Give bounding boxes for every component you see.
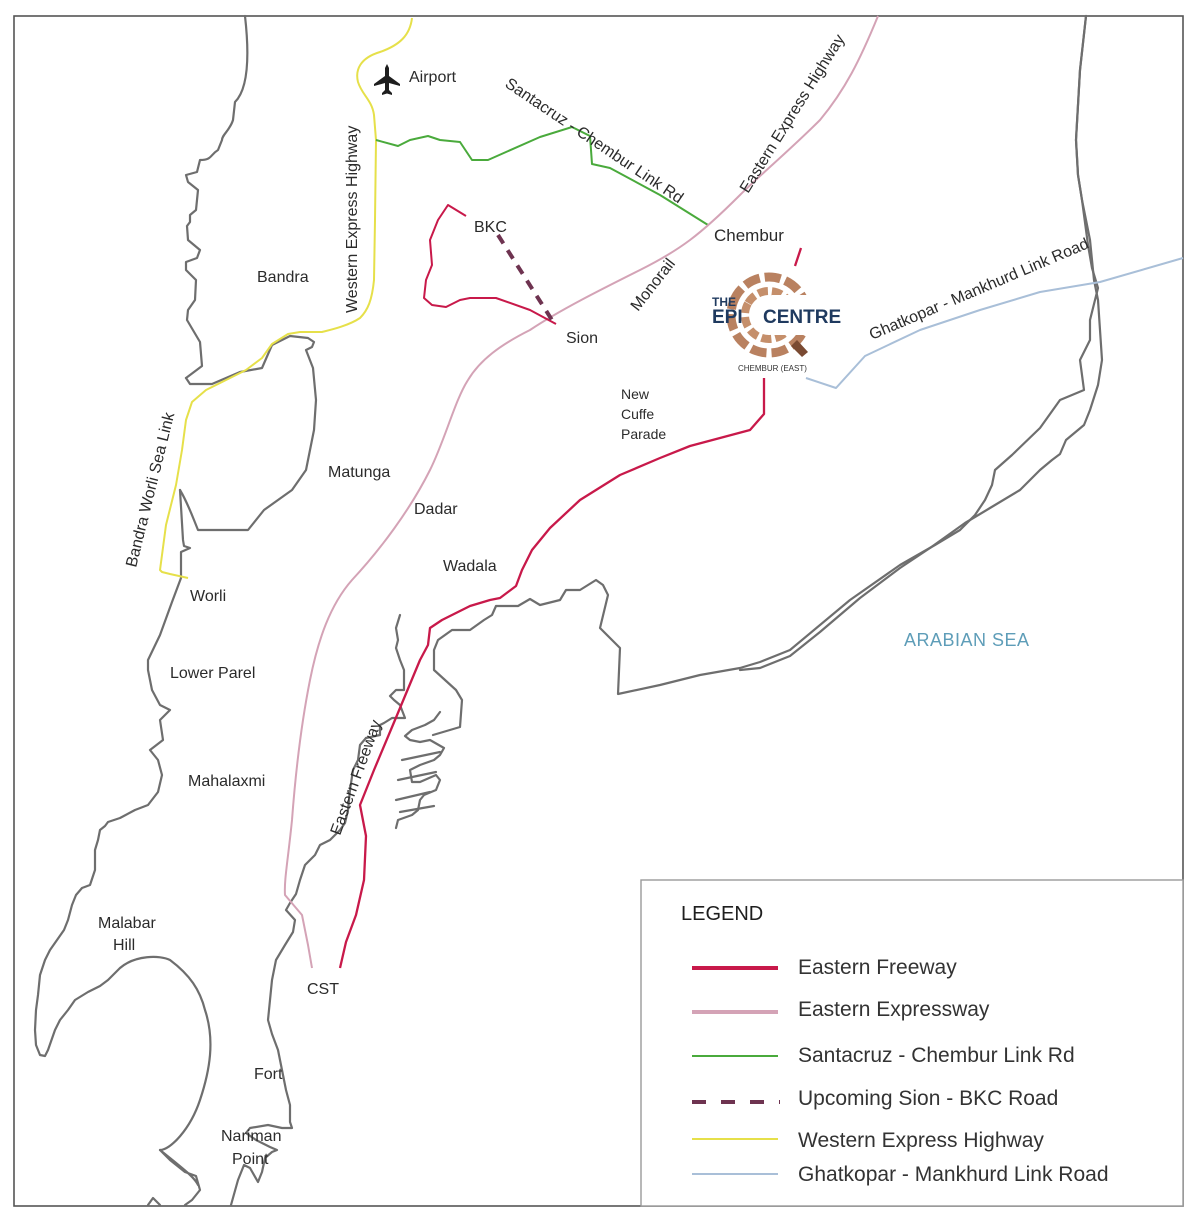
legend-title: LEGEND: [681, 903, 763, 925]
legend-box: [640, 879, 1184, 1207]
road-bkc-loop: [423, 204, 557, 325]
road-eastern-freeway: [338, 378, 766, 969]
label-airport: Airport: [409, 69, 457, 86]
coastlines-east: [364, 14, 1104, 830]
label-cuffe: Cuffe: [621, 406, 654, 422]
label-bkc: BKC: [474, 219, 507, 236]
logo-location: CHEMBUR (EAST): [738, 364, 807, 373]
logo-arc-mark: [726, 272, 818, 358]
label-bandra: Bandra: [257, 269, 309, 286]
logo-the: THE: [712, 295, 736, 309]
legend-label-sion-bkc: Upcoming Sion - BKC Road: [798, 1087, 1058, 1110]
label-arabian-sea: ARABIAN SEA: [904, 630, 1030, 650]
coastlines: [33, 14, 368, 1207]
label-point: Point: [232, 1151, 269, 1168]
label-chembur: Chembur: [714, 226, 784, 245]
label-fort: Fort: [254, 1066, 283, 1083]
legend-label-eastern-freeway: Eastern Freeway: [798, 956, 957, 979]
legend: LEGEND Eastern Freeway Eastern Expresswa…: [640, 879, 1184, 1207]
epicentre-logo: THE EPI CENTRE CHEMBUR (EAST): [712, 272, 841, 373]
label-wadala: Wadala: [443, 558, 497, 575]
label-cst: CST: [307, 981, 339, 998]
label-malabar: Malabar: [98, 915, 156, 932]
label-lower-parel: Lower Parel: [170, 665, 255, 682]
logo-centre: CENTRE: [763, 307, 841, 328]
airplane-icon: [374, 64, 400, 95]
road-eastern-express-highway: [283, 15, 879, 969]
label-new: New: [621, 386, 650, 402]
label-nariman: Nariman: [221, 1128, 281, 1145]
legend-label-eastern-expressway: Eastern Expressway: [798, 998, 990, 1021]
label-parade: Parade: [621, 426, 666, 442]
road-eastern-freeway-chembur-spur: [793, 247, 803, 267]
road-ghatkopar-mankhurd-link: [805, 257, 1184, 389]
label-sion: Sion: [566, 330, 598, 347]
label-matunga: Matunga: [328, 464, 390, 481]
label-mahalaxmi: Mahalaxmi: [188, 773, 265, 790]
legend-label-ghatkopar-mankhurd: Ghatkopar - Mankhurd Link Road: [798, 1163, 1109, 1186]
label-worli: Worli: [190, 588, 226, 605]
legend-label-western-express: Western Express Highway: [798, 1129, 1044, 1152]
road-western-express-highway: [159, 17, 413, 579]
legend-label-santacruz-chembur: Santacruz - Chembur Link Rd: [798, 1044, 1075, 1067]
label-dadar: Dadar: [414, 501, 458, 518]
label-western-express-highway: Western Express Highway: [344, 126, 361, 313]
road-santacruz-chembur-link: [375, 126, 709, 226]
label-hill: Hill: [113, 937, 135, 954]
logo-epi: EPI: [712, 307, 743, 328]
